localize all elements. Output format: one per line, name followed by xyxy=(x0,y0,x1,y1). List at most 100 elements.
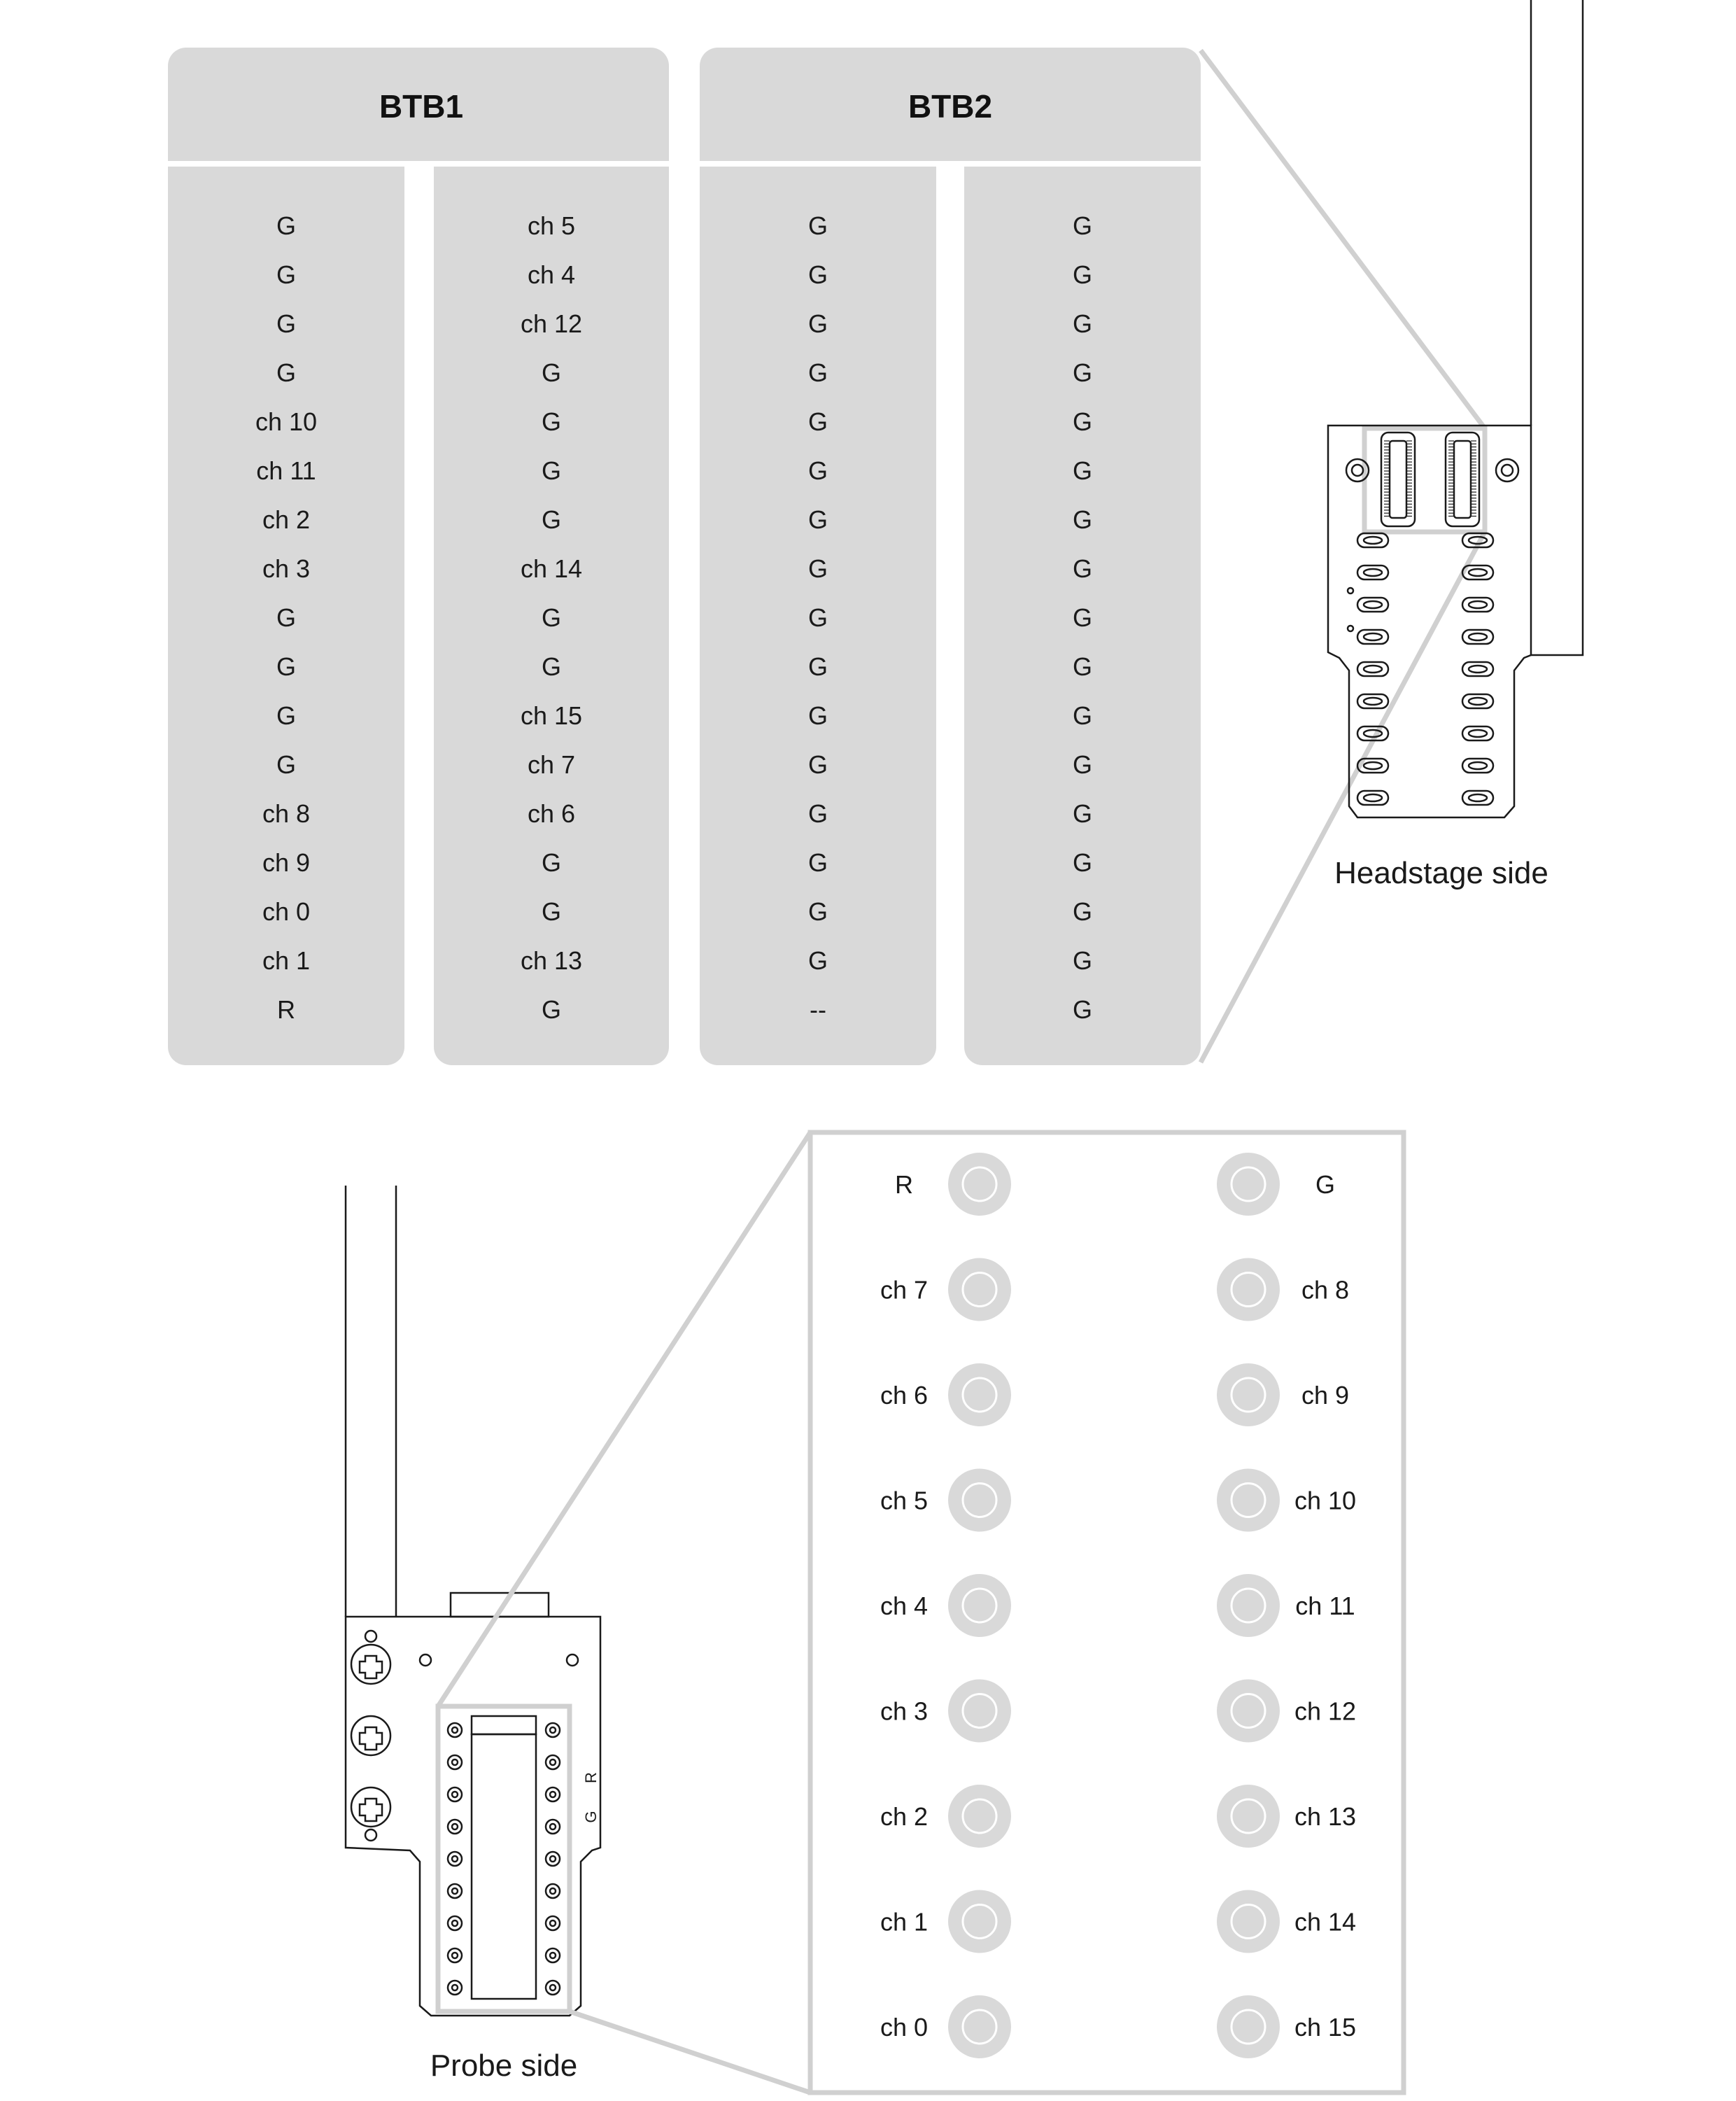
btb-pin-label: ch 13 xyxy=(521,946,582,975)
btb-pin-label: G xyxy=(808,309,828,338)
btb-pin-label: ch 7 xyxy=(528,750,575,779)
btb-pin-label: ch 8 xyxy=(262,799,310,828)
btb-pin-label: G xyxy=(1073,603,1092,632)
probe-pad xyxy=(948,1995,1011,2058)
btb-pin-label: G xyxy=(1073,799,1092,828)
headstage-solder-pads xyxy=(1356,532,1495,806)
socket-pin xyxy=(544,1754,561,1771)
probe-pad-label-left: ch 0 xyxy=(880,2013,928,2042)
probe-pad xyxy=(1217,1258,1280,1321)
headstage-pad xyxy=(1356,693,1390,710)
headstage-pad xyxy=(1356,757,1390,774)
socket-pin xyxy=(446,1915,463,1932)
btb-pin-label: G xyxy=(808,260,828,289)
btb-column-4-panel xyxy=(964,167,1201,1065)
probe-side-caption: Probe side xyxy=(430,2049,577,2083)
probe-pad-label-right: ch 15 xyxy=(1294,2013,1356,2042)
probe-socket-pins xyxy=(446,1722,561,1996)
probe-pad xyxy=(948,1890,1011,1953)
socket-pin xyxy=(544,1818,561,1835)
probe-pad xyxy=(1217,1153,1280,1216)
btb-pin-label: G xyxy=(808,554,828,583)
btb-pin-label: G xyxy=(1073,211,1092,240)
btb-pin-label: G xyxy=(808,701,828,730)
probe-pad xyxy=(1217,1995,1280,2058)
btb-pin-label: G xyxy=(1073,309,1092,338)
btb-pin-label: G xyxy=(1073,358,1092,387)
btb-column-1-panel xyxy=(168,167,404,1065)
btb-pin-label: G xyxy=(1073,701,1092,730)
probe-pad xyxy=(948,1574,1011,1637)
btb-pin-label: ch 3 xyxy=(262,554,310,583)
headstage-pad xyxy=(1461,789,1495,806)
btb-pin-label: G xyxy=(808,946,828,975)
headstage-pad xyxy=(1461,661,1495,677)
btb-connector-2 xyxy=(1444,431,1481,528)
btb-pin-label: G xyxy=(808,211,828,240)
btb-pin-label: ch 15 xyxy=(521,701,582,730)
btb1-header-panel xyxy=(168,48,669,161)
btb-pin-label: ch 10 xyxy=(255,407,317,436)
probe-pad xyxy=(948,1258,1011,1321)
btb-pin-label: G xyxy=(1073,407,1092,436)
btb-pin-label: G xyxy=(1073,750,1092,779)
screw-icon-middle xyxy=(350,1715,392,1757)
btb-pin-label: ch 4 xyxy=(528,260,575,289)
btb-pin-label: -- xyxy=(810,995,826,1024)
headstage-pad xyxy=(1461,725,1495,742)
btb-pin-label: ch 12 xyxy=(521,309,582,338)
btb-pin-label: ch 1 xyxy=(262,946,310,975)
probe-pad-label-right: ch 11 xyxy=(1295,1591,1355,1620)
probe-pad-label-right: ch 12 xyxy=(1294,1697,1356,1726)
btb-pin-label: G xyxy=(1073,554,1092,583)
socket-pin xyxy=(544,1786,561,1803)
btb-pin-label: G xyxy=(542,995,561,1024)
probe-pad-label-right: ch 8 xyxy=(1301,1276,1349,1305)
btb-pin-label: G xyxy=(808,603,828,632)
socket-pin xyxy=(544,1722,561,1738)
btb-pin-label: G xyxy=(542,603,561,632)
socket-pin xyxy=(446,1883,463,1899)
probe-pad xyxy=(1217,1890,1280,1953)
btb-pin-label: G xyxy=(1073,456,1092,485)
probe-board-mark-r: R xyxy=(582,1772,600,1783)
btb-pin-label: G xyxy=(1073,897,1092,926)
btb-pin-label: G xyxy=(808,897,828,926)
probe-pad xyxy=(948,1785,1011,1848)
btb2-header: BTB2 xyxy=(908,88,992,125)
btb-pin-label: G xyxy=(808,505,828,534)
btb-pin-label: G xyxy=(276,358,296,387)
btb-pin-label: ch 6 xyxy=(528,799,575,828)
headstage-btb-connectors xyxy=(1380,431,1481,528)
probe-pad xyxy=(1217,1363,1280,1426)
socket-pin xyxy=(446,1818,463,1835)
btb-pin-label: G xyxy=(542,456,561,485)
headstage-connector-highlight xyxy=(1362,426,1488,535)
probe-pad xyxy=(1217,1468,1280,1532)
btb-pin-label: ch 9 xyxy=(262,848,310,877)
probe-pad-label-right: ch 10 xyxy=(1294,1487,1356,1515)
btb1-header: BTB1 xyxy=(379,88,463,125)
btb-pin-label: G xyxy=(542,505,561,534)
btb-pin-label: R xyxy=(277,995,295,1024)
btb-pin-label: G xyxy=(808,799,828,828)
probe-board xyxy=(344,1186,602,2017)
probe-pad-label-right: ch 14 xyxy=(1294,1908,1356,1937)
btb-pin-label: G xyxy=(1073,652,1092,681)
socket-pin xyxy=(544,1850,561,1867)
btb-pin-label: ch 0 xyxy=(262,897,310,926)
btb-pin-label: G xyxy=(1073,505,1092,534)
probe-pad-label-left: ch 6 xyxy=(880,1381,928,1410)
btb-pin-label: G xyxy=(808,358,828,387)
socket-pin xyxy=(544,1883,561,1899)
headstage-pad xyxy=(1356,789,1390,806)
btb-pin-label: G xyxy=(1073,260,1092,289)
btb-pin-label: G xyxy=(276,211,296,240)
probe-pad-label-left: ch 5 xyxy=(880,1487,928,1515)
headstage-pad xyxy=(1356,532,1390,549)
probe-mount-hole-right xyxy=(565,1653,579,1667)
probe-pad xyxy=(1217,1679,1280,1743)
btb-column-3-panel xyxy=(700,167,936,1065)
